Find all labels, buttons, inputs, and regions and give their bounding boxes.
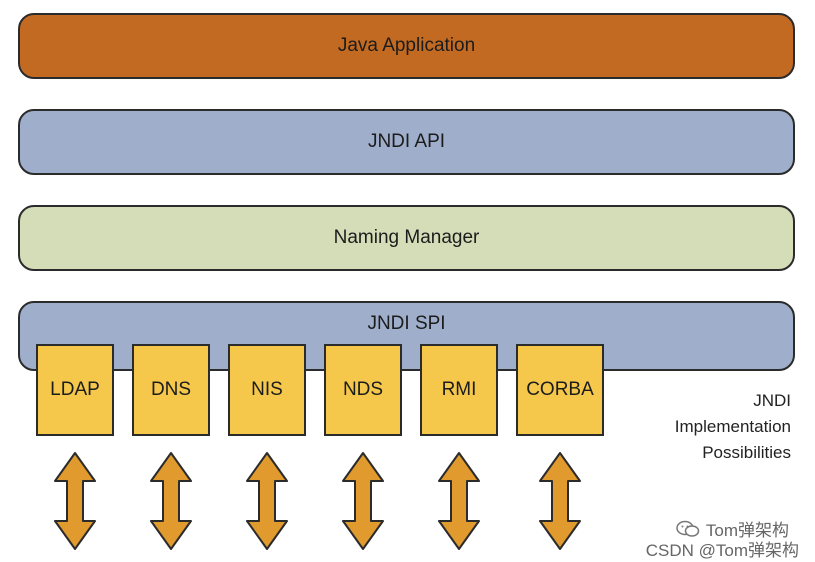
watermark-text: Tom弹架构 — [705, 521, 789, 540]
provider-ldap: LDAP — [36, 344, 114, 436]
naming-manager-layer: Naming Manager — [18, 205, 795, 271]
watermark-account: Tom弹架构 — [676, 516, 789, 541]
impl-label-line: Possibilities — [702, 443, 791, 462]
provider-nds: NDS — [324, 344, 402, 436]
bidirectional-arrow-icon — [342, 452, 384, 550]
provider-rmi: RMI — [420, 344, 498, 436]
java-application-layer: Java Application — [18, 13, 795, 79]
bidirectional-arrow-icon — [438, 452, 480, 550]
watermark-text: CSDN @Tom弹架构 — [645, 541, 799, 560]
jndi-api-label: JNDI API — [367, 131, 446, 152]
provider-corba: CORBA — [516, 344, 604, 436]
provider-label: RMI — [441, 379, 477, 400]
impl-label-line: Implementation — [674, 417, 791, 436]
provider-nis: NIS — [228, 344, 306, 436]
impl-label-line: JNDI — [753, 391, 791, 410]
bidirectional-arrow-icon — [150, 452, 192, 550]
provider-label: NIS — [251, 379, 283, 400]
wechat-icon — [676, 520, 700, 537]
java-application-label: Java Application — [337, 35, 476, 56]
bidirectional-arrow-icon — [54, 452, 96, 550]
watermark-csdn: CSDN @Tom弹架构 — [646, 536, 799, 561]
provider-label: DNS — [150, 379, 192, 400]
implementation-possibilities-label: JNDI Implementation Possibilities — [675, 388, 791, 466]
provider-label: NDS — [342, 379, 384, 400]
provider-label: LDAP — [50, 379, 100, 400]
bidirectional-arrow-icon — [246, 452, 288, 550]
bidirectional-arrow-icon — [539, 452, 581, 550]
jndi-api-layer: JNDI API — [18, 109, 795, 175]
provider-label: CORBA — [526, 379, 594, 400]
naming-manager-label: Naming Manager — [333, 227, 480, 248]
jndi-spi-label: JNDI SPI — [367, 313, 446, 334]
provider-dns: DNS — [132, 344, 210, 436]
